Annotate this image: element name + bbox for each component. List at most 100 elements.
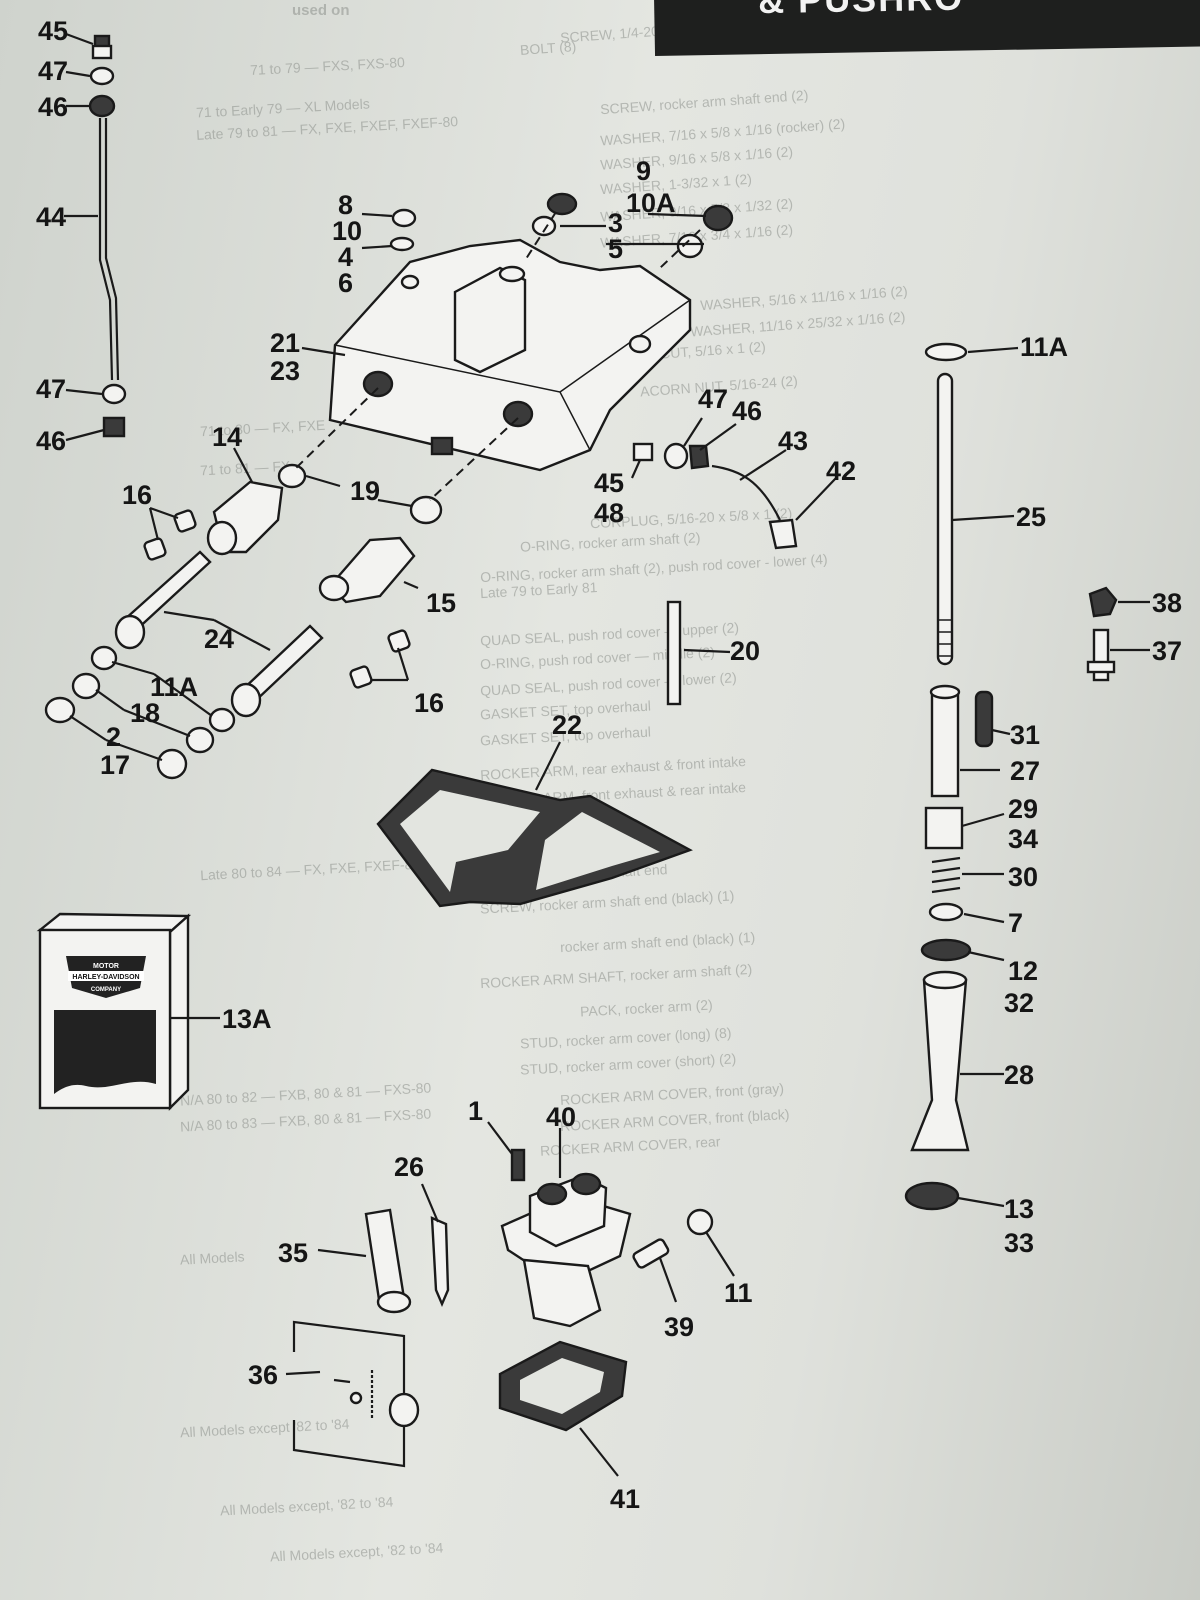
part-47-washer-right xyxy=(663,442,689,470)
part-11A-oring-right xyxy=(208,707,236,733)
callout-4: 4 xyxy=(338,242,353,272)
part-29-collar xyxy=(924,806,964,850)
callout-11A-left: 11A xyxy=(150,672,198,702)
callout-8: 8 xyxy=(338,190,353,220)
part-15-rocker-arm xyxy=(328,536,416,604)
callout-47: 47 xyxy=(38,56,68,86)
callout-5: 5 xyxy=(608,234,623,264)
rocker-cover-center-boss xyxy=(453,266,527,374)
part-19-washer-lower xyxy=(409,495,443,525)
part-36-bearing xyxy=(388,1392,420,1428)
part-40-tappet-guide-body xyxy=(522,1258,602,1328)
callout-38: 38 xyxy=(1152,588,1182,618)
callout-labels: 45 47 46 44 47 46 8 10 4 6 9 10A 3 5 21 … xyxy=(36,16,1182,1514)
bolt-and-nut xyxy=(1086,586,1150,682)
callout-17: 17 xyxy=(100,750,130,780)
tappet-gasket xyxy=(498,1340,628,1477)
callout-10A: 10A xyxy=(626,188,676,218)
part-42-fitting xyxy=(768,518,798,550)
callout-32: 32 xyxy=(1004,988,1034,1018)
callout-13A: 13A xyxy=(222,1004,272,1034)
part-30-spring xyxy=(931,856,961,894)
callout-15: 15 xyxy=(426,588,456,618)
callout-30: 30 xyxy=(1008,862,1038,892)
rocker-cover-shaft-bore-2 xyxy=(502,400,534,428)
part-7-washer xyxy=(928,902,964,922)
callout-2: 2 xyxy=(106,722,121,752)
callout-16-upper: 16 xyxy=(122,480,152,510)
part-31-clip xyxy=(974,690,994,748)
part-11A-oring-left xyxy=(90,645,118,671)
callout-34: 34 xyxy=(1008,824,1038,854)
stud xyxy=(666,600,731,706)
part-12-seal xyxy=(920,938,972,962)
part-38-nut xyxy=(1088,586,1118,618)
part-1-screw xyxy=(510,1148,526,1182)
logo-text-bottom: COMPANY xyxy=(91,987,121,993)
part-45-screw-body xyxy=(91,44,113,60)
gasket xyxy=(376,741,693,908)
callout-22: 22 xyxy=(552,710,582,740)
part-46-nut-top xyxy=(88,94,116,118)
callout-21: 21 xyxy=(270,328,300,358)
part-9-acorn-nut-left xyxy=(546,192,578,216)
callout-37: 37 xyxy=(1152,636,1182,666)
part-45-fitting xyxy=(632,442,654,462)
tappet-guide-assembly xyxy=(487,1121,735,1328)
callout-23: 23 xyxy=(270,356,300,386)
callout-39: 39 xyxy=(664,1312,694,1342)
callout-42: 42 xyxy=(826,456,856,486)
callout-27: 27 xyxy=(1010,756,1040,786)
callout-43: 43 xyxy=(778,426,808,456)
part-16-bushing-c xyxy=(387,629,411,653)
part-16-bushing-a xyxy=(173,509,197,533)
callout-35: 35 xyxy=(278,1238,308,1268)
part-28-pushrod-cover-lower xyxy=(910,978,970,1152)
logo-text-middle: HARLEY-DAVIDSON xyxy=(72,974,139,981)
callout-46: 46 xyxy=(38,92,68,122)
callout-16-lower: 16 xyxy=(414,688,444,718)
callout-33: 33 xyxy=(1004,1228,1034,1258)
part-19-washer-upper xyxy=(277,463,307,489)
callout-31: 31 xyxy=(1010,720,1040,750)
part-4-washer xyxy=(389,236,415,252)
callout-47-right: 47 xyxy=(698,384,728,414)
part-46-nut-right xyxy=(688,444,710,470)
part-11-nut xyxy=(686,1208,714,1236)
part-46-nut-bottom xyxy=(102,416,126,438)
rocker-shafts xyxy=(44,550,324,780)
gasket-kit-box: MOTOR HARLEY-DAVIDSON COMPANY xyxy=(36,912,220,1111)
part-8-nut xyxy=(391,208,417,228)
valve-and-tools xyxy=(285,1183,450,1468)
callout-9: 9 xyxy=(636,156,651,186)
part-47-washer-top xyxy=(89,66,115,86)
callout-29: 29 xyxy=(1008,794,1038,824)
callout-10: 10 xyxy=(332,216,362,246)
callout-3: 3 xyxy=(608,208,623,238)
callout-1: 1 xyxy=(468,1096,483,1126)
callout-25: 25 xyxy=(1016,502,1046,532)
part-44-breather-tube-edge xyxy=(104,118,120,381)
callout-20: 20 xyxy=(730,636,760,666)
part-16-bushing-d xyxy=(349,665,373,689)
part-5-washer-right xyxy=(676,233,704,259)
callout-18: 18 xyxy=(130,698,160,728)
part-39-plug xyxy=(632,1238,670,1269)
callout-47-lower: 47 xyxy=(36,374,66,404)
callout-26: 26 xyxy=(394,1152,424,1182)
rocker-cover-shaft-bore-1 xyxy=(362,370,394,398)
callout-19: 19 xyxy=(350,476,380,506)
part-18-washer-right xyxy=(185,726,215,754)
part-13-seal xyxy=(904,1181,960,1211)
part-11A-oring-top xyxy=(924,342,968,362)
callout-13: 13 xyxy=(1004,1194,1034,1224)
callout-28: 28 xyxy=(1004,1060,1034,1090)
part-17-screw-right xyxy=(156,748,188,780)
callout-6: 6 xyxy=(338,268,353,298)
callout-36: 36 xyxy=(248,1360,278,1390)
part-18-washer-left xyxy=(71,672,101,700)
rocker-arm-cover xyxy=(328,238,692,472)
rocker-arms xyxy=(143,387,519,689)
callout-40: 40 xyxy=(546,1102,576,1132)
